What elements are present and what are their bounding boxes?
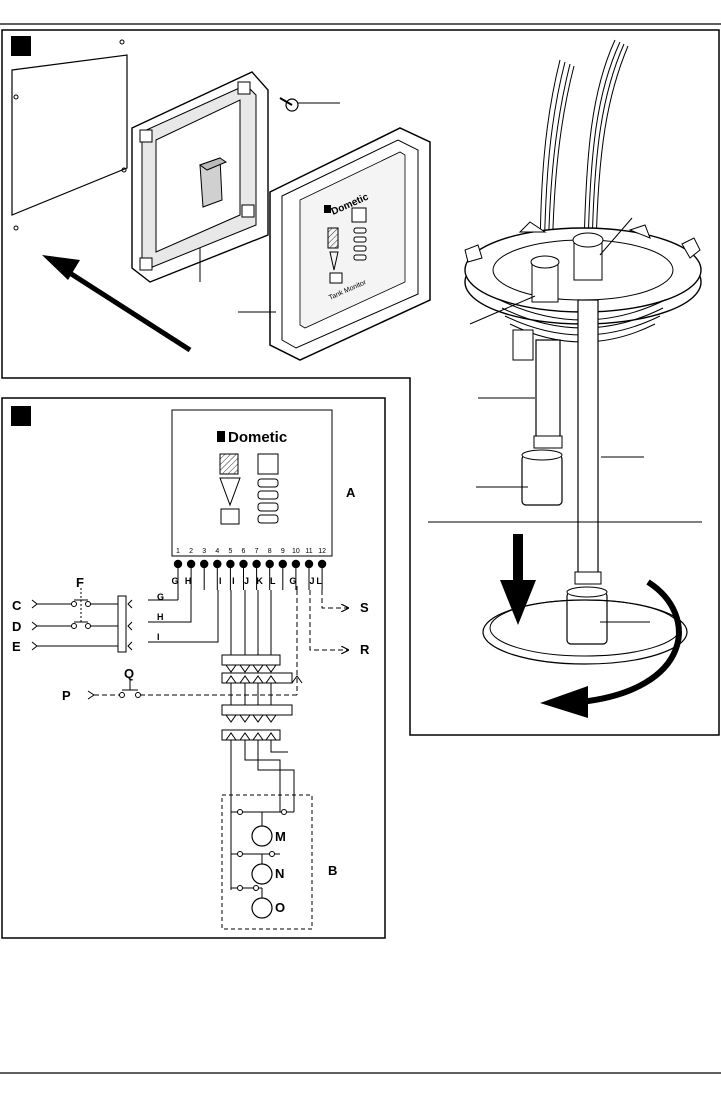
label-N: N xyxy=(275,866,284,881)
unit-level-triangle xyxy=(219,477,241,507)
terminal-dot xyxy=(291,559,301,569)
terminal-number: 1 xyxy=(176,548,180,555)
tank-sender xyxy=(464,39,702,665)
mounting-arrow-icon xyxy=(42,255,192,353)
terminal-number: 9 xyxy=(281,548,285,555)
terminal-dot xyxy=(213,559,222,569)
mounting-frame xyxy=(131,71,269,283)
unit-level-hatch xyxy=(219,453,239,475)
unit-level-bottom xyxy=(220,508,240,525)
terminal-dot xyxy=(265,559,274,569)
screw-icon xyxy=(279,97,340,112)
rotate-arrow-icon xyxy=(540,579,682,718)
terminal-wire-label: K xyxy=(256,576,263,586)
figure2-frame xyxy=(1,397,386,939)
sensor-N xyxy=(237,851,275,885)
input-section xyxy=(31,588,141,700)
input-wire-G: G xyxy=(157,592,164,602)
terminal-dot xyxy=(304,559,314,569)
terminal-number: 6 xyxy=(242,548,246,555)
label-M: M xyxy=(275,829,286,844)
terminal-wire-label: I xyxy=(232,576,235,586)
terminal-number: 3 xyxy=(202,548,206,555)
terminal-number: 11 xyxy=(305,548,312,555)
terminal-number: 8 xyxy=(268,548,272,555)
label-O: O xyxy=(275,900,285,915)
terminal-wire-label: I xyxy=(219,576,222,586)
label-R: R xyxy=(360,642,370,657)
label-S: S xyxy=(360,600,369,615)
label-E: E xyxy=(12,639,21,654)
label-D: D xyxy=(12,619,21,634)
terminal-wire-label: J xyxy=(309,576,314,586)
figure1-marker xyxy=(11,36,31,56)
control-unit-box xyxy=(171,409,333,557)
terminal-dot xyxy=(252,559,261,569)
terminal-wire-label: H xyxy=(185,576,192,586)
terminal-dot xyxy=(278,559,287,569)
terminal-dot xyxy=(239,559,248,569)
terminal-dot xyxy=(173,559,183,569)
terminal-wire-label: L xyxy=(316,576,322,586)
terminal-dot xyxy=(226,559,235,569)
down-arrow-icon xyxy=(500,534,536,625)
terminal-dot xyxy=(200,559,209,569)
terminal-number: 7 xyxy=(255,548,259,555)
leader-grommet-right xyxy=(599,217,633,256)
terminal-wire-label: G xyxy=(171,576,178,586)
input-wire-I: I xyxy=(157,632,160,642)
label-P: P xyxy=(62,688,71,703)
label-F: F xyxy=(76,575,84,590)
leader-grommet-left xyxy=(469,295,536,325)
unit-brand: Dometic xyxy=(228,429,287,446)
terminal-dot xyxy=(317,559,327,569)
terminal-wire-label: G xyxy=(289,576,296,586)
sensor-O xyxy=(237,885,273,919)
label-Q: Q xyxy=(124,666,134,681)
input-wire-H: H xyxy=(157,612,164,622)
unit-tank-icon xyxy=(257,453,279,475)
terminal-number: 10 xyxy=(292,548,300,555)
label-B: B xyxy=(328,863,337,878)
tank-monitor-panel: Dometic Tank Monitor xyxy=(269,127,431,361)
terminal-wire-label: J xyxy=(244,576,249,586)
terminal-dot xyxy=(186,559,196,569)
label-C: C xyxy=(12,598,22,613)
sensor-M xyxy=(237,809,287,847)
terminal-wire-label: L xyxy=(270,576,276,586)
wall-plate xyxy=(11,39,128,231)
wiring xyxy=(94,586,348,930)
label-A: A xyxy=(346,485,356,500)
unit-logo-mark xyxy=(217,431,225,442)
terminal-number: 12 xyxy=(318,548,326,555)
figure2-marker xyxy=(11,406,31,426)
figure1-frame xyxy=(1,29,720,736)
terminal-number: 2 xyxy=(189,548,193,555)
terminal-number: 5 xyxy=(228,548,232,555)
terminal-number: 4 xyxy=(215,548,219,555)
